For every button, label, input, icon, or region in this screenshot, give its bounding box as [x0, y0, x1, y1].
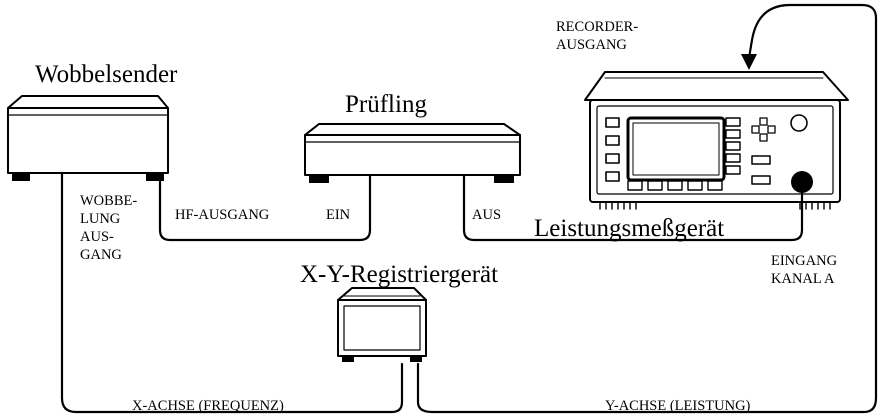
power-meter-device — [584, 71, 849, 210]
dut-title: Prüfling — [345, 91, 427, 118]
dut-device — [304, 123, 521, 183]
channel-a-input-label: EINGANG KANAL A — [771, 253, 838, 287]
cables — [60, 3, 878, 414]
power-meter-title: Leistungsmeßgerät — [534, 215, 725, 242]
x-axis-label: X-ACHSE (FREQUENZ) — [132, 398, 284, 414]
dut-output-label: AUS — [472, 207, 502, 223]
arrowhead-icon — [741, 54, 757, 70]
sweeper-device — [7, 95, 169, 181]
sweeper-title: Wobbelsender — [35, 61, 178, 88]
rf-output-label: HF-AUSGANG — [175, 207, 270, 223]
xy-recorder-title: X-Y-Registriergerät — [300, 261, 499, 288]
xy-recorder-device — [337, 287, 427, 362]
dut-output-cable — [462, 173, 804, 242]
sweep-output-cable — [60, 171, 404, 414]
recorder-output-label: RECORDER- AUSGANG — [556, 19, 639, 53]
y-axis-label: Y-ACHSE (LEISTUNG) — [605, 398, 751, 414]
sweep-output-label: WOBBE- LUNG AUS- GANG — [80, 193, 138, 263]
recorder-output-cable — [416, 3, 878, 414]
rf-cable — [158, 171, 372, 242]
dut-input-label: EIN — [326, 207, 351, 223]
